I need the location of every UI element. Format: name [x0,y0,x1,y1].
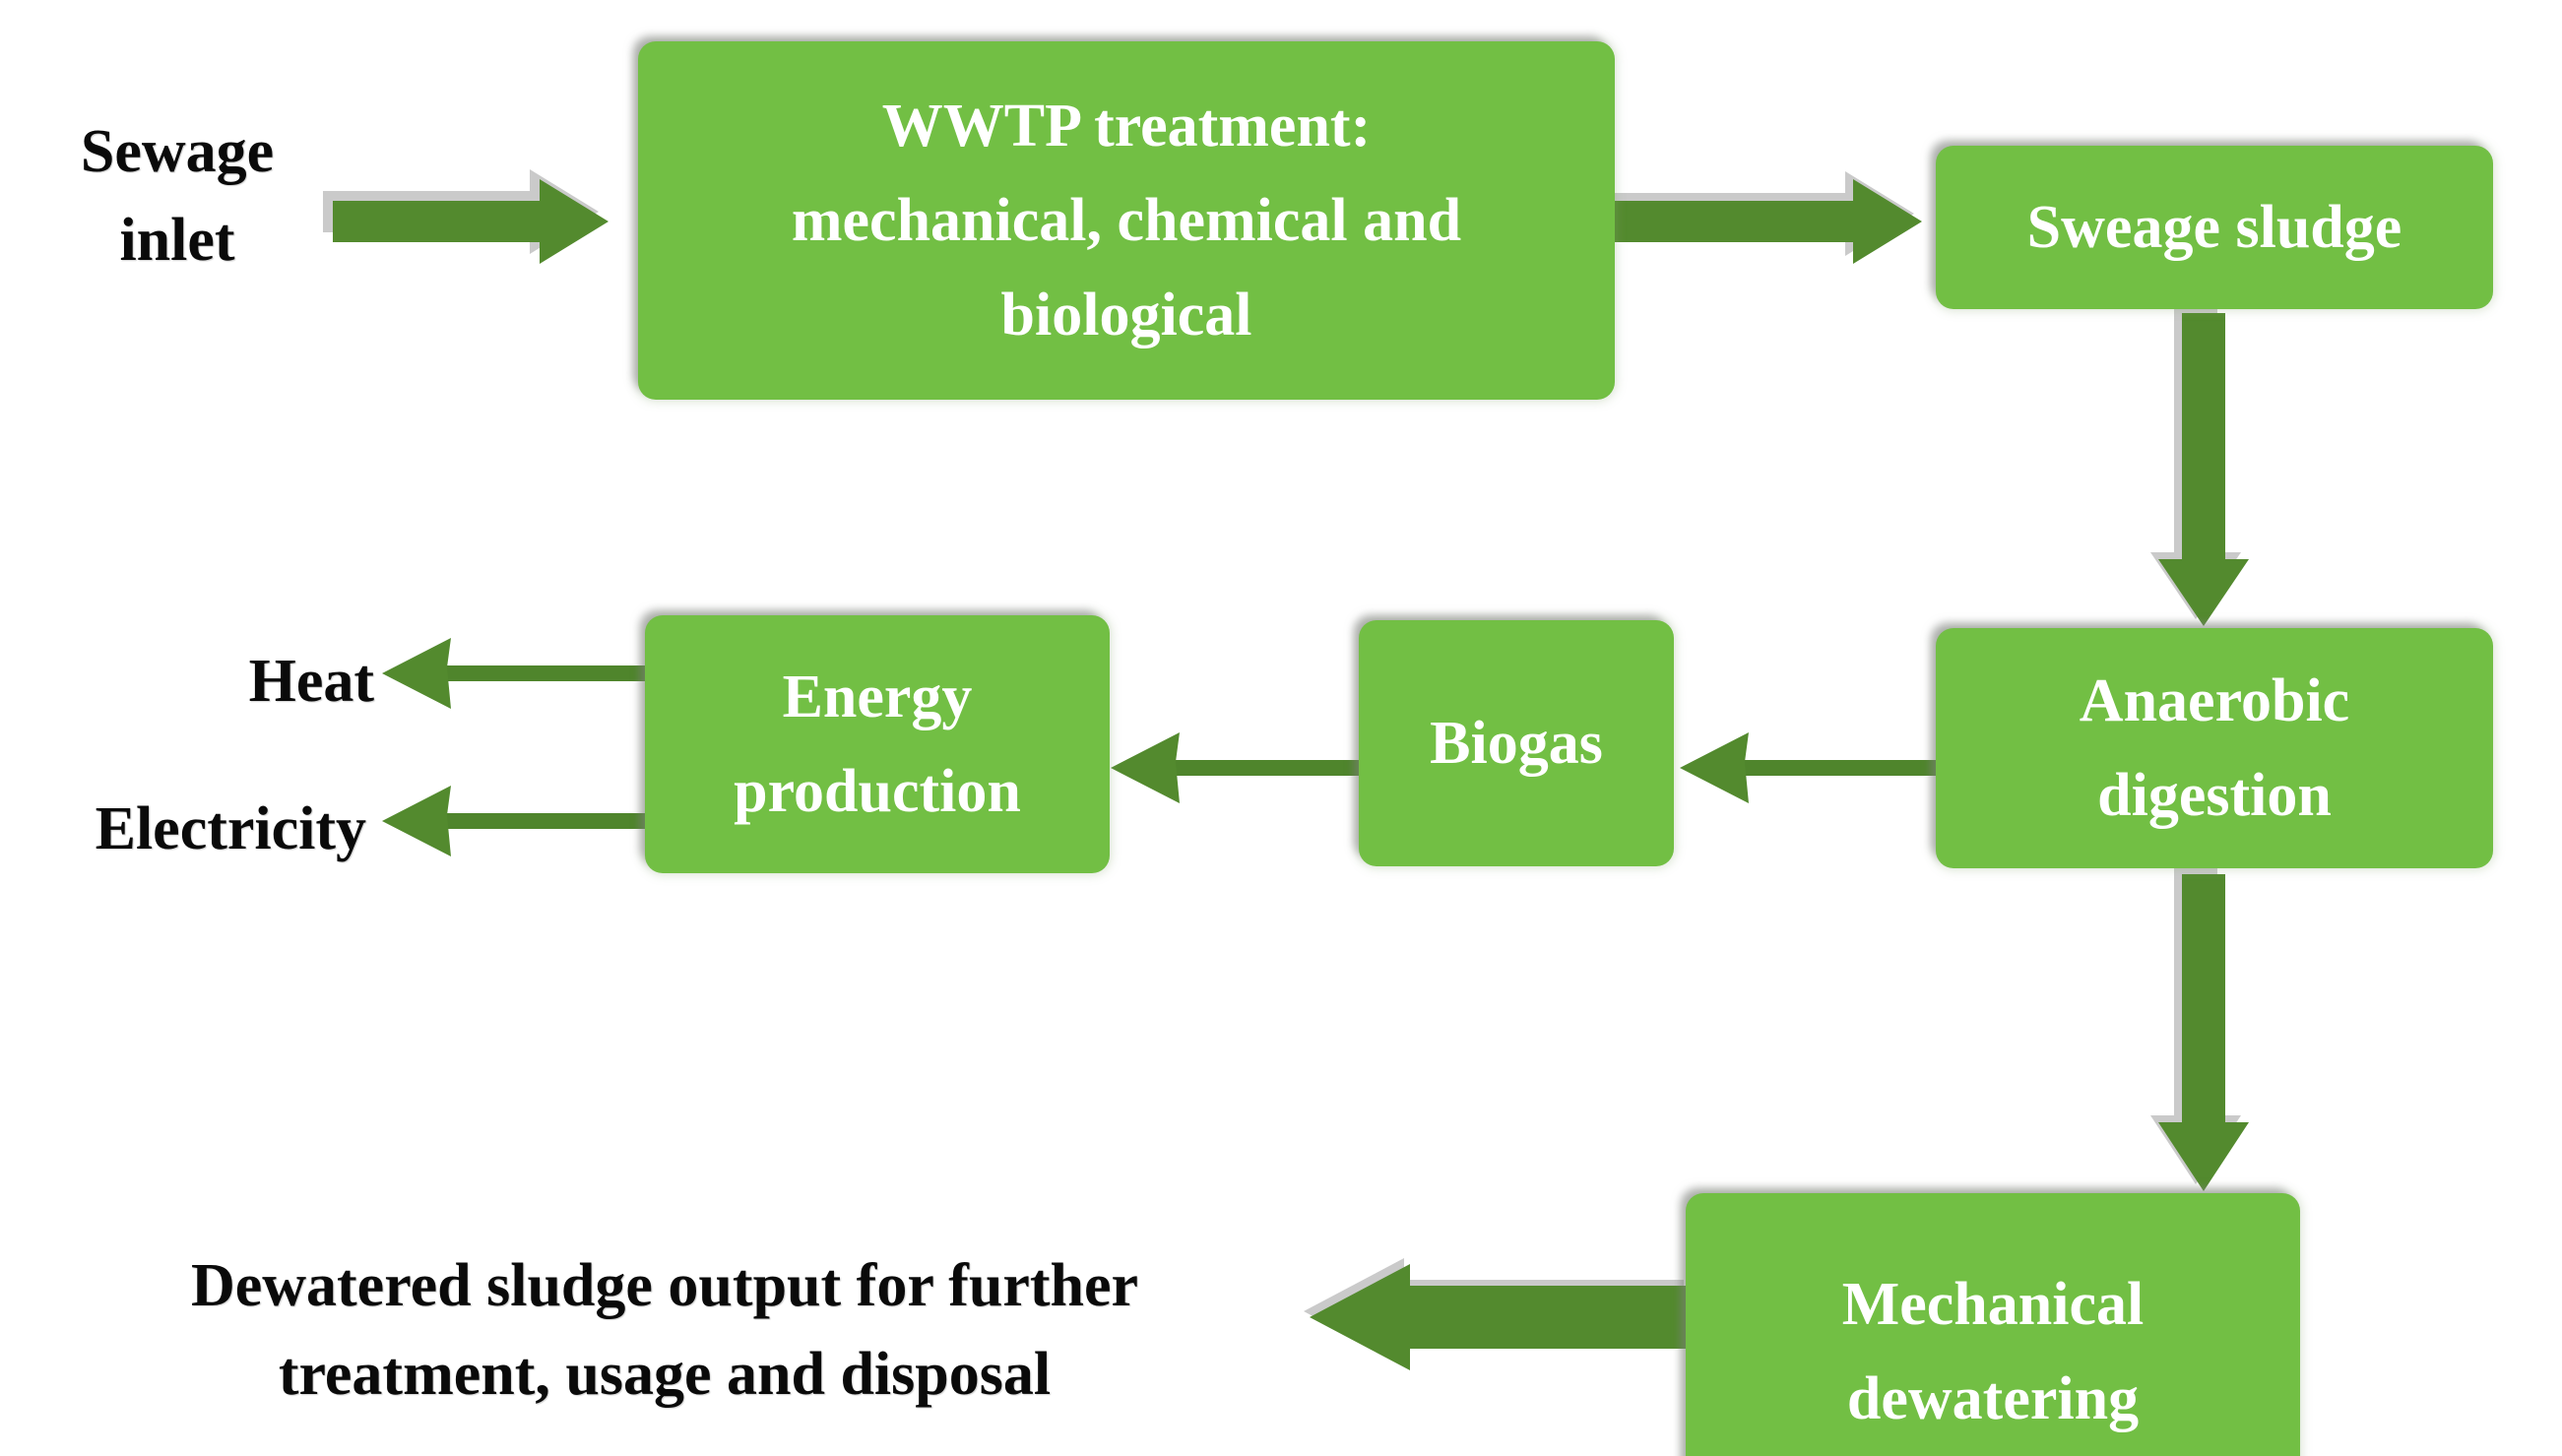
node-wwtp-line3: biological [1000,282,1252,349]
node-wwtp-line1: WWTP treatment: [881,92,1372,159]
arrow-dewatering-to-output [1300,1258,1701,1384]
label-electricity: Electricity [95,795,366,862]
arrow-anaerobic-to-biogas [1674,719,1940,817]
node-wwtp-line2: mechanical, chemical and [791,186,1462,254]
node-energy-production[interactable]: Energy production [645,615,1110,873]
node-energy-line2: production [734,758,1021,825]
arrow-anaerobic-to-dewatering [2150,867,2296,1199]
arrow-sewage-to-wwtp [323,169,640,284]
node-dewatering-line2: dewatering [1846,1365,2140,1432]
node-sweage-sludge[interactable]: Sweage sludge [1936,146,2493,309]
node-biogas[interactable]: Biogas [1359,620,1674,866]
node-anaerobic-digestion[interactable]: Anaerobic digestion [1936,628,2493,868]
node-biogas-line1: Biogas [1430,709,1603,777]
node-energy-line1: Energy [782,663,973,730]
arrow-biogas-to-energy [1105,719,1363,817]
node-mechanical-dewatering[interactable]: Mechanical dewatering [1686,1193,2300,1456]
node-sludge-line1: Sweage sludge [2026,193,2402,261]
arrow-energy-to-heat [376,624,662,723]
node-anaerobic-line1: Anaerobic [2079,666,2350,734]
arrow-wwtp-to-sludge [1607,171,1950,284]
label-dewatered-output: Dewatered sludge output for further trea… [190,1252,1139,1408]
node-wwtp-treatment[interactable]: WWTP treatment: mechanical, chemical and… [638,41,1615,400]
label-sewage-inlet: Sewage inlet [80,118,275,274]
node-anaerobic-line2: digestion [2097,762,2332,829]
label-heat: Heat [248,648,374,715]
node-dewatering-line1: Mechanical [1841,1270,2145,1338]
arrow-sludge-to-anaerobic [2150,306,2296,634]
arrow-energy-to-electricity [376,772,662,870]
